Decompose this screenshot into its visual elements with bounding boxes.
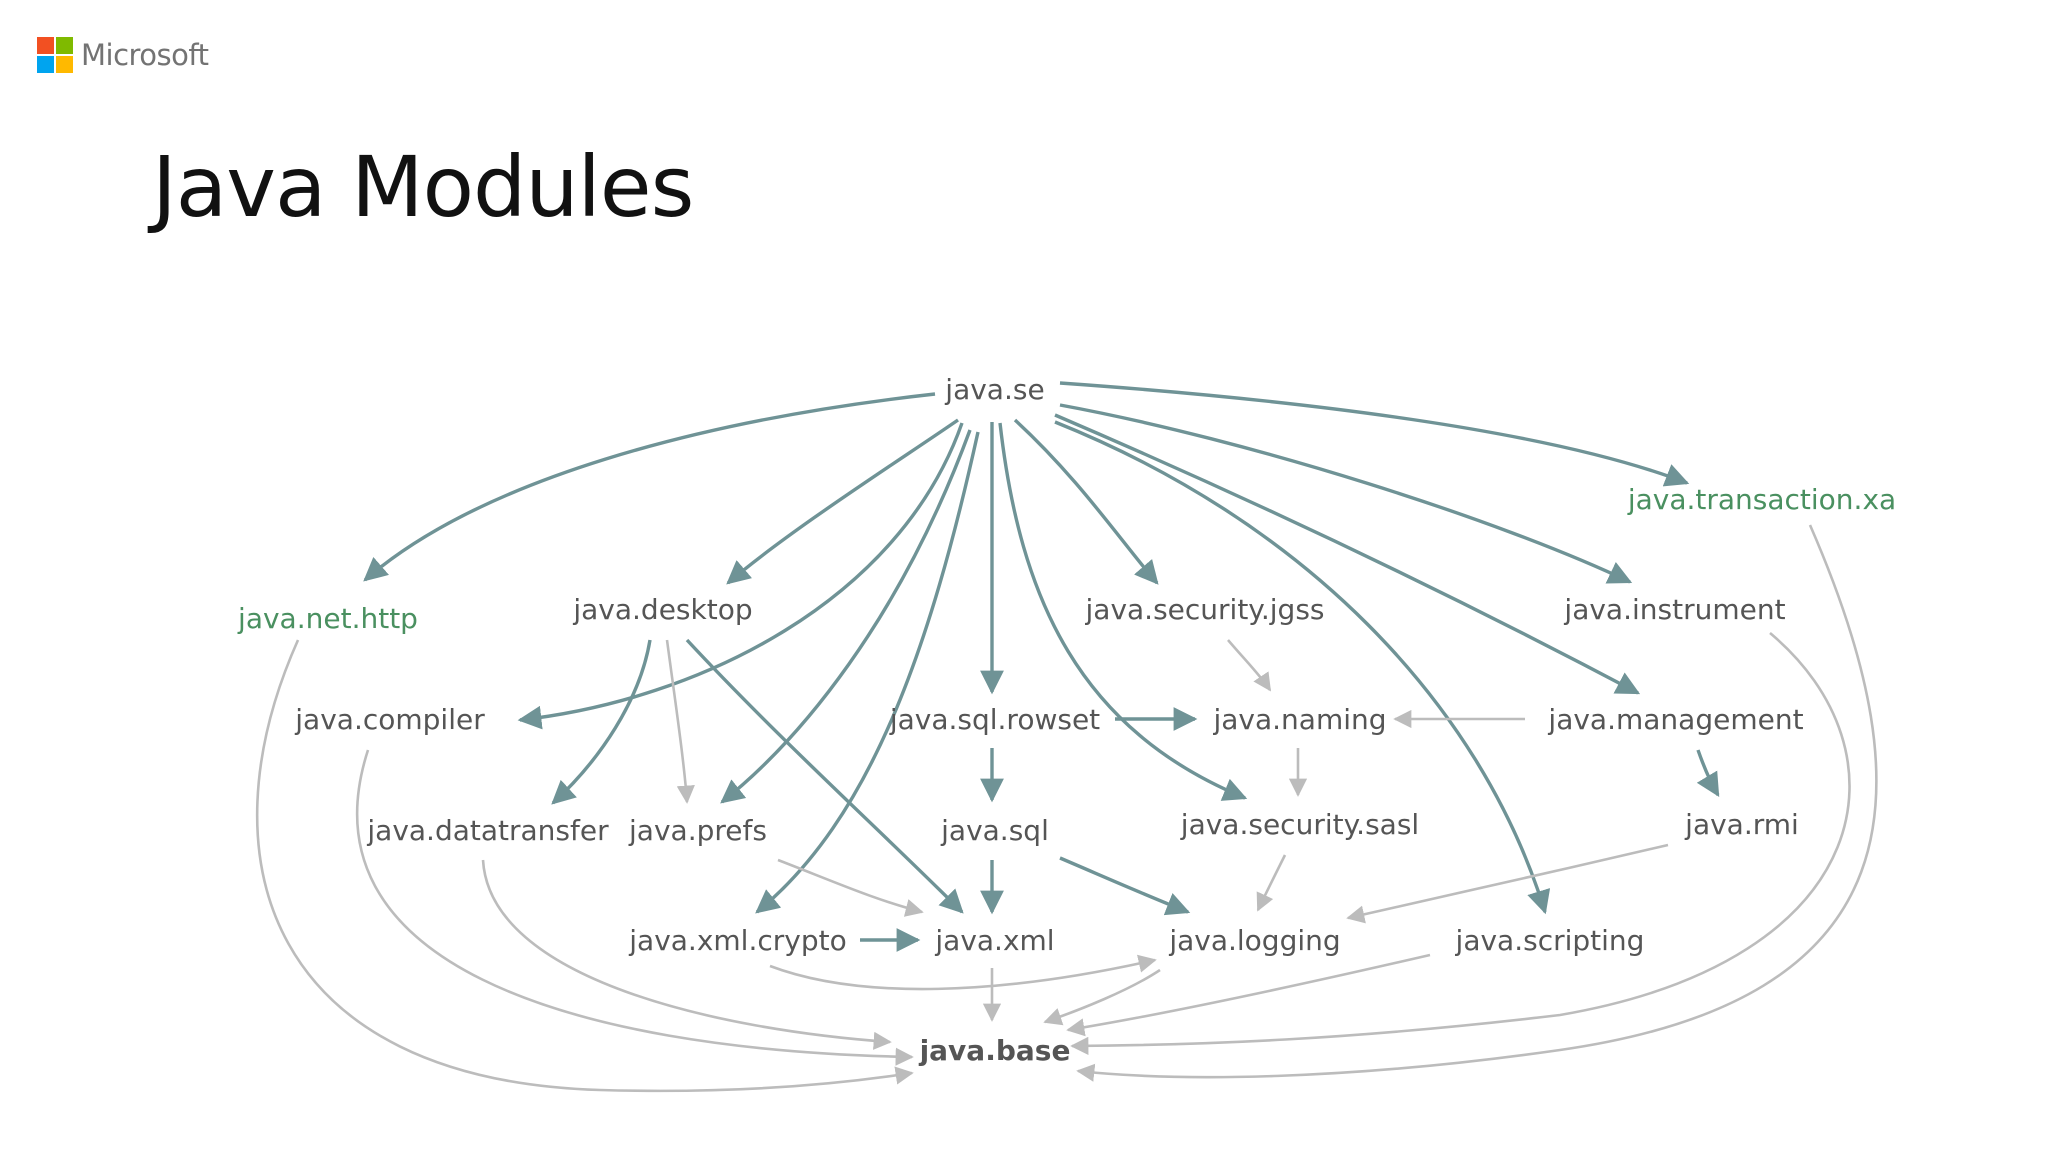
edge-java-logging-to-java-base [1043,968,1161,1026]
edge-java-security-sasl-to-java-logging [1256,854,1287,912]
module-java-rmi: java.rmi [1684,808,1799,841]
edge-java-se-to-java-security-jgss [1013,418,1159,585]
logo-square-blue [37,56,54,73]
edge-java-instrument-to-java-base [1070,632,1851,1055]
edge-java-desktop-to-java-datatransfer [551,639,652,805]
edge-java-desktop-to-java-prefs [665,639,695,804]
edge-java-security-jgss-to-java-naming [1227,639,1272,692]
brand-name: Microsoft [81,38,209,72]
module-java-desktop: java.desktop [572,593,752,626]
edge-java-management-to-java-rmi [1696,749,1720,798]
module-labels: java.se java.transaction.xa java.net.http j… [237,373,1896,1067]
edge-java-rmi-to-java-logging [1346,843,1669,924]
module-java-prefs: java.prefs [628,814,767,847]
edge-java-se-to-java-prefs [720,429,972,804]
module-java-logging: java.logging [1168,924,1340,957]
dependency-edges [255,381,1878,1093]
edge-java-net-http-to-java-base [255,639,914,1093]
module-java-net-http: java.net.http [237,602,418,635]
edge-java-compiler-to-java-base [355,749,914,1066]
module-java-sql: java.sql [940,814,1049,847]
logo-square-green [56,37,73,54]
edge-java-se-to-java-net-http [363,392,936,582]
edge-java-se-to-java-scripting [1054,420,1551,915]
logo-square-red [37,37,54,54]
edge-java-se-to-java-transaction-xa [1059,381,1690,487]
module-java-xml: java.xml [934,924,1054,957]
module-java-security-jgss: java.security.jgss [1085,593,1325,626]
module-java-naming: java.naming [1212,703,1386,736]
module-java-xml-crypto: java.xml.crypto [628,924,846,957]
microsoft-logo-icon [37,37,73,73]
edge-java-se-to-java-management [1054,413,1641,695]
edge-java-se-to-java-security-sasl [998,422,1248,801]
edge-java-sql-to-java-logging [1059,856,1191,916]
microsoft-brand: Microsoft [37,37,209,73]
module-java-se: java.se [944,373,1044,406]
edge-java-datatransfer-to-java-base [481,859,892,1050]
module-java-base: java.base [919,1034,1071,1067]
module-java-transaction-xa: java.transaction.xa [1627,483,1896,516]
edge-java-prefs-to-java-xml [777,858,924,917]
page-title: Java Modules [152,138,694,236]
edge-java-xml-crypto-to-java-logging [769,954,1157,991]
module-java-management: java.management [1547,703,1803,736]
module-java-compiler: java.compiler [294,703,485,736]
edge-java-transaction-xa-to-java-base [1076,524,1878,1082]
module-java-datatransfer: java.datatransfer [366,814,609,847]
edge-java-se-to-java-instrument [1059,403,1633,584]
edge-java-se-to-java-compiler [517,422,964,730]
edge-java-se-to-java-desktop [726,418,959,585]
module-java-sql-rowset: java.sql.rowset [889,703,1100,736]
logo-square-yellow [56,56,73,73]
module-java-instrument: java.instrument [1563,593,1785,626]
edge-java-scripting-to-java-base [1066,953,1431,1037]
module-java-scripting: java.scripting [1455,924,1645,957]
module-java-security-sasl: java.security.sasl [1180,808,1419,841]
edge-java-desktop-to-java-xml [685,638,964,914]
